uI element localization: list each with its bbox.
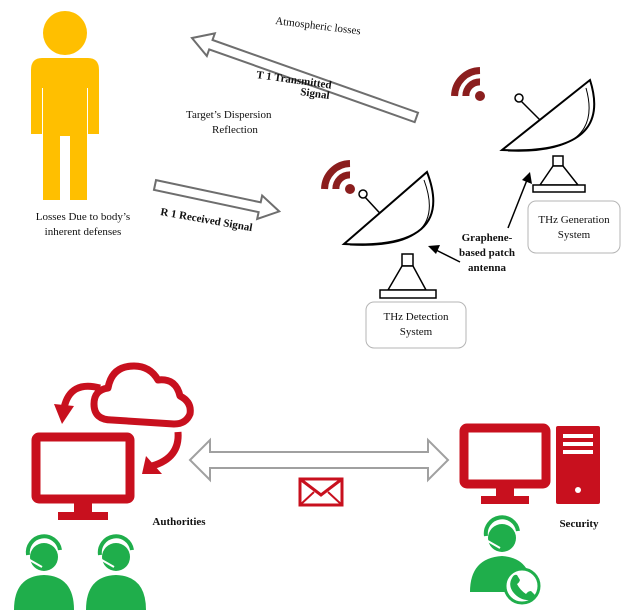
thz-detection-box bbox=[365, 301, 467, 349]
thz-detection-label-line2: System bbox=[400, 326, 433, 338]
authorities-label: Authorities bbox=[152, 516, 206, 528]
thz-generation-label-line1: THz Generation bbox=[538, 214, 610, 226]
monitor-icon bbox=[459, 423, 551, 504]
thz-detection-label-line1: THz Detection bbox=[383, 311, 449, 323]
r1-label: R 1 Received Signal bbox=[159, 206, 253, 234]
atmospheric-losses-label: Atmospheric losses bbox=[275, 15, 362, 37]
losses-label-line1: Losses Due to body’s bbox=[36, 211, 130, 223]
person-icon bbox=[31, 11, 99, 200]
satellite-dish-icon bbox=[341, 170, 437, 299]
losses-label-line2: inherent defenses bbox=[45, 226, 122, 238]
graphene-label-line2: based patch bbox=[459, 247, 515, 259]
t1-label-line2: Signal bbox=[300, 86, 331, 102]
wifi-signal-icon bbox=[321, 160, 355, 194]
phone-icon bbox=[503, 567, 541, 605]
communication-arrow bbox=[188, 437, 450, 483]
received-signal-arrow bbox=[152, 178, 282, 221]
headset-operator-icon bbox=[86, 534, 146, 610]
dispersion-label-line1: Target’s Dispersion bbox=[186, 109, 272, 121]
transmitted-signal-arrow bbox=[190, 32, 420, 124]
graphene-label-line3: antenna bbox=[468, 262, 506, 274]
cloud-icon bbox=[90, 362, 194, 428]
satellite-dish-icon bbox=[499, 78, 596, 193]
envelope-icon bbox=[298, 477, 344, 507]
computer-tower-icon bbox=[556, 426, 600, 504]
headset-operator-icon bbox=[14, 534, 74, 610]
security-label: Security bbox=[559, 518, 599, 530]
sync-arrows-icon bbox=[54, 382, 182, 474]
thz-generation-box bbox=[527, 200, 621, 254]
monitor-icon bbox=[31, 432, 135, 520]
graphene-label-line1: Graphene- bbox=[462, 232, 513, 244]
wifi-signal-icon bbox=[451, 67, 485, 101]
graphene-pointer-arrows bbox=[428, 172, 532, 263]
thz-generation-label-line2: System bbox=[558, 229, 591, 241]
dispersion-label-line2: Reflection bbox=[212, 124, 258, 136]
